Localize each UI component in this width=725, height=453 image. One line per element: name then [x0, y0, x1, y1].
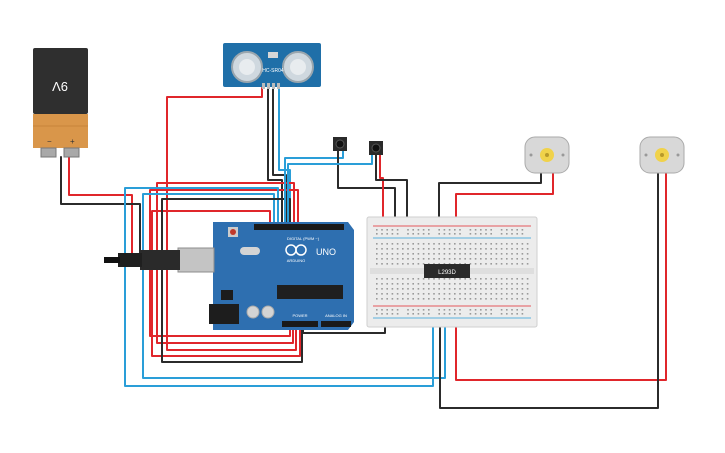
arduino-capacitor-2 — [261, 305, 275, 319]
arduino-model: UNO — [316, 247, 336, 257]
arduino-power-jack[interactable] — [209, 304, 239, 324]
breadboard-holes[interactable] — [376, 229, 529, 315]
arduino-brand: ARDUINO — [287, 258, 305, 263]
pushbutton-1-cap[interactable] — [335, 139, 345, 149]
battery-terminal-negative[interactable] — [40, 147, 57, 158]
wire-sensor-vcc[interactable] — [166, 87, 297, 351]
pushbutton-2[interactable] — [369, 141, 383, 155]
battery-label: 9V — [52, 79, 68, 94]
arduino-crystal — [240, 247, 260, 255]
wire-button1-gnd[interactable] — [337, 149, 396, 221]
arduino-logo-right — [295, 244, 307, 256]
battery-9v[interactable]: 9V − + — [33, 48, 88, 158]
wire-button2-gnd[interactable] — [375, 154, 408, 221]
sensor-transducer-right-inner — [290, 59, 306, 75]
usb-plug-boot — [118, 253, 142, 267]
arduino-analog-header[interactable] — [321, 321, 351, 327]
wire-loop-red-3[interactable] — [151, 210, 301, 357]
arduino-reset-button[interactable] — [230, 229, 236, 235]
arduino-capacitor-1 — [246, 305, 260, 319]
arduino-uno[interactable]: DIGITAL (PWM ~) ARDUINO UNO POWER ANALOG… — [104, 222, 354, 330]
battery-minus-label: − — [47, 137, 52, 146]
motor-left[interactable] — [524, 136, 570, 174]
breadboard[interactable]: L293D — [366, 216, 538, 328]
battery-body-bottom — [33, 114, 88, 148]
ultrasonic-sensor[interactable]: HC-SR04 — [223, 43, 321, 89]
wire-motor-left-a[interactable] — [438, 171, 542, 239]
wire-battery-negative[interactable] — [60, 156, 141, 261]
wire-loop-blue-1[interactable] — [124, 187, 434, 387]
sensor-crystal — [268, 52, 278, 58]
wire-button1-signal[interactable] — [284, 149, 344, 227]
arduino-atmega-chip — [277, 285, 343, 299]
motor-right-shaft-center — [660, 153, 664, 157]
motor-right[interactable] — [639, 136, 685, 174]
motor-left-shaft-center — [545, 153, 549, 157]
motor-right-screw-a — [644, 153, 648, 157]
arduino-usb-port[interactable] — [177, 247, 215, 273]
wire-button2-vcc[interactable] — [379, 154, 384, 221]
sensor-pins — [262, 83, 280, 89]
wire-loop-black-1[interactable] — [161, 198, 303, 363]
wire-button2-signal[interactable] — [287, 154, 373, 227]
wire-motor-right-b[interactable] — [439, 171, 659, 409]
pushbutton-1[interactable] — [333, 137, 347, 151]
battery-terminal-positive[interactable] — [63, 147, 80, 158]
motor-left-screw-b — [561, 153, 565, 157]
pushbutton-2-cap[interactable] — [371, 143, 381, 153]
arduino-regulator — [221, 290, 233, 300]
driver-ic-label: L293D — [438, 270, 456, 276]
motor-driver-ic[interactable]: L293D — [424, 264, 470, 278]
arduino-power-label: POWER — [292, 313, 307, 318]
battery-plus-label: + — [70, 137, 75, 146]
battery-body-top — [33, 48, 88, 114]
motor-right-screw-b — [676, 153, 680, 157]
usb-cable — [104, 257, 120, 263]
motor-left-screw-a — [529, 153, 533, 157]
sensor-transducer-left-inner — [239, 59, 255, 75]
usb-plug[interactable] — [140, 250, 180, 270]
arduino-power-header[interactable] — [282, 321, 318, 327]
wires — [60, 87, 667, 409]
arduino-analog-label: ANALOG IN — [325, 313, 347, 318]
wire-sensor-echo[interactable] — [267, 87, 283, 227]
driver-ic-body — [424, 264, 470, 278]
wire-battery-positive[interactable] — [68, 156, 133, 261]
sensor-part-label: HC-SR04 — [262, 68, 284, 74]
arduino-digital-label: DIGITAL (PWM ~) — [287, 236, 320, 241]
arduino-digital-header[interactable] — [254, 224, 344, 230]
wire-motor-left-b[interactable] — [455, 171, 554, 239]
wire-motor-right-a[interactable] — [455, 171, 667, 381]
